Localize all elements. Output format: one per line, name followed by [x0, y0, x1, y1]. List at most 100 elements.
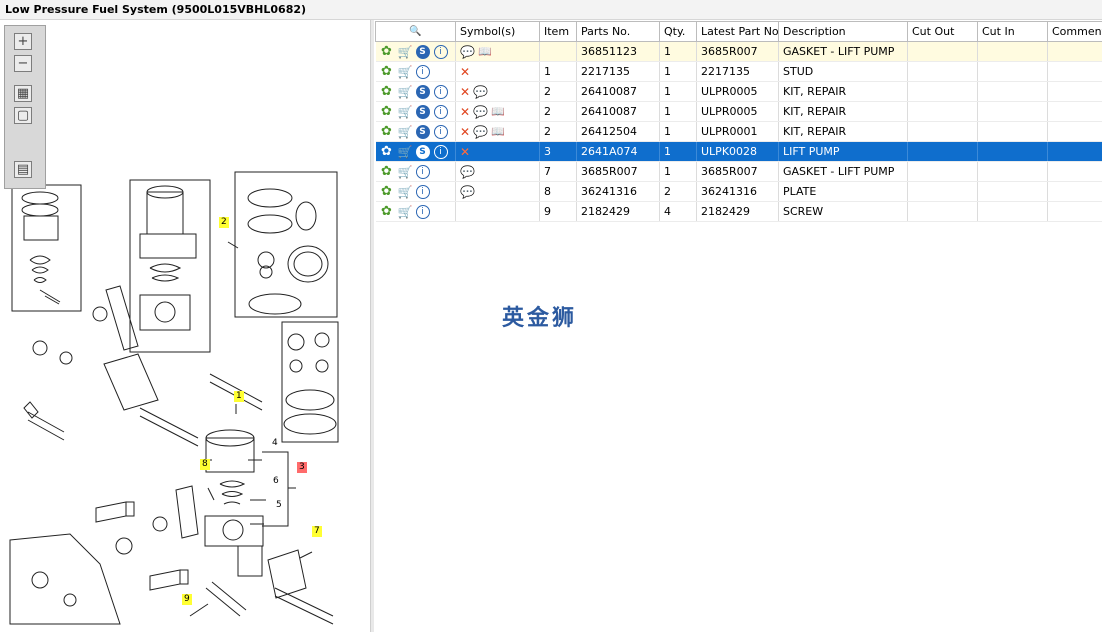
cell-qty: 1: [659, 121, 697, 142]
fit-view-button[interactable]: ▦: [14, 85, 32, 102]
not-serviced-icon[interactable]: ✕: [460, 124, 471, 139]
layout-toggle-button[interactable]: ▤: [14, 161, 32, 178]
callout-1[interactable]: 1: [234, 391, 244, 402]
info-icon[interactable]: i: [415, 204, 430, 219]
not-serviced-icon[interactable]: ✕: [460, 104, 471, 119]
options-gear-icon[interactable]: ✿: [381, 103, 392, 119]
header-qty[interactable]: Qty.: [659, 21, 697, 42]
header-cut-in[interactable]: Cut In: [977, 21, 1048, 42]
add-to-cart-icon[interactable]: 🛒: [397, 144, 413, 159]
callout-4[interactable]: 4: [272, 438, 278, 448]
cell-cut-in: [977, 201, 1048, 222]
cell-comments: [1047, 141, 1102, 162]
callout-8[interactable]: 8: [200, 459, 210, 470]
add-to-cart-icon[interactable]: 🛒: [397, 204, 413, 219]
options-gear-icon[interactable]: ✿: [381, 83, 392, 99]
cell-cut-out: [907, 161, 978, 182]
cell-cut-in: [977, 121, 1048, 142]
lift-pump-illustration[interactable]: [0, 20, 370, 632]
header-latest-part-no[interactable]: Latest Part No.: [696, 21, 779, 42]
cell-item: 9: [539, 201, 577, 222]
header-item[interactable]: Item: [539, 21, 577, 42]
add-to-cart-icon[interactable]: 🛒: [397, 184, 413, 199]
add-to-cart-icon[interactable]: 🛒: [397, 44, 413, 59]
info-icon[interactable]: i: [433, 104, 448, 119]
supersession-icon[interactable]: S: [415, 144, 430, 159]
options-gear-icon[interactable]: ✿: [381, 163, 392, 179]
cell-cut-out: [907, 81, 978, 102]
options-gear-icon[interactable]: ✿: [381, 183, 392, 199]
not-serviced-icon[interactable]: ✕: [460, 84, 471, 99]
info-icon[interactable]: i: [415, 64, 430, 79]
callout-9[interactable]: 9: [182, 594, 192, 605]
options-gear-icon[interactable]: ✿: [381, 203, 392, 219]
zoom-out-button[interactable]: −: [14, 55, 32, 72]
info-icon[interactable]: i: [415, 164, 430, 179]
info-icon[interactable]: i: [433, 124, 448, 139]
note-bubble-icon[interactable]: 💬: [473, 84, 489, 99]
options-gear-icon[interactable]: ✿: [381, 123, 392, 139]
cell-qty: 1: [659, 61, 697, 82]
cell-item: 7: [539, 161, 577, 182]
note-bubble-icon[interactable]: 💬: [460, 44, 475, 59]
info-icon[interactable]: i: [433, 44, 448, 59]
reference-book-icon[interactable]: 📖: [491, 125, 505, 138]
cell-description: SCREW: [778, 201, 908, 222]
zoom-in-button[interactable]: +: [14, 33, 32, 50]
header-symbols[interactable]: Symbol(s): [455, 21, 540, 42]
header-cut-out[interactable]: Cut Out: [907, 21, 978, 42]
cell-comments: [1047, 201, 1102, 222]
zoom-preview-icon[interactable]: 🔍: [409, 25, 422, 37]
cell-cut-out: [907, 181, 978, 202]
supersession-icon[interactable]: S: [415, 84, 430, 99]
callout-6[interactable]: 6: [273, 476, 279, 486]
not-serviced-icon[interactable]: ✕: [460, 64, 471, 79]
not-serviced-icon[interactable]: ✕: [460, 144, 471, 159]
add-to-cart-icon[interactable]: 🛒: [397, 124, 413, 139]
options-gear-icon[interactable]: ✿: [381, 43, 392, 59]
note-bubble-icon[interactable]: 💬: [473, 124, 489, 139]
pane-splitter[interactable]: [370, 20, 374, 632]
callout-2[interactable]: 2: [219, 217, 229, 228]
options-gear-icon[interactable]: ✿: [381, 143, 392, 159]
add-to-cart-icon[interactable]: 🛒: [397, 64, 413, 79]
exploded-diagram-panel[interactable]: + − ▦ ▢ ▤ 2 1 4 8 3 6 5 7 9: [0, 20, 370, 632]
header-parts-no[interactable]: Parts No.: [576, 21, 660, 42]
reference-book-icon[interactable]: 📖: [491, 105, 505, 118]
header-comments[interactable]: Comments: [1047, 21, 1102, 42]
cell-cut-in: [977, 81, 1048, 102]
note-bubble-icon[interactable]: 💬: [460, 184, 475, 199]
note-bubble-icon[interactable]: 💬: [473, 104, 489, 119]
info-icon[interactable]: i: [433, 84, 448, 99]
cell-parts-no: 26412504: [576, 121, 660, 142]
callout-5[interactable]: 5: [276, 500, 282, 510]
reference-book-icon[interactable]: 📖: [477, 45, 492, 58]
options-gear-icon[interactable]: ✿: [381, 63, 392, 79]
callout-7[interactable]: 7: [312, 526, 322, 537]
add-to-cart-icon[interactable]: 🛒: [397, 84, 413, 99]
header-description[interactable]: Description: [778, 21, 908, 42]
cell-cut-in: [977, 141, 1048, 162]
callout-3[interactable]: 3: [297, 462, 307, 473]
add-to-cart-icon[interactable]: 🛒: [397, 104, 413, 119]
info-icon[interactable]: i: [415, 184, 430, 199]
note-bubble-icon[interactable]: 💬: [460, 164, 475, 179]
add-to-cart-icon[interactable]: 🛒: [397, 164, 413, 179]
info-icon[interactable]: i: [433, 144, 448, 159]
supersession-icon[interactable]: S: [415, 44, 430, 59]
select-area-button[interactable]: ▢: [14, 107, 32, 124]
header-actions[interactable]: 🔍: [375, 21, 456, 42]
supersession-icon[interactable]: S: [415, 124, 430, 139]
cell-cut-out: [907, 61, 978, 82]
supersession-icon[interactable]: S: [415, 104, 430, 119]
